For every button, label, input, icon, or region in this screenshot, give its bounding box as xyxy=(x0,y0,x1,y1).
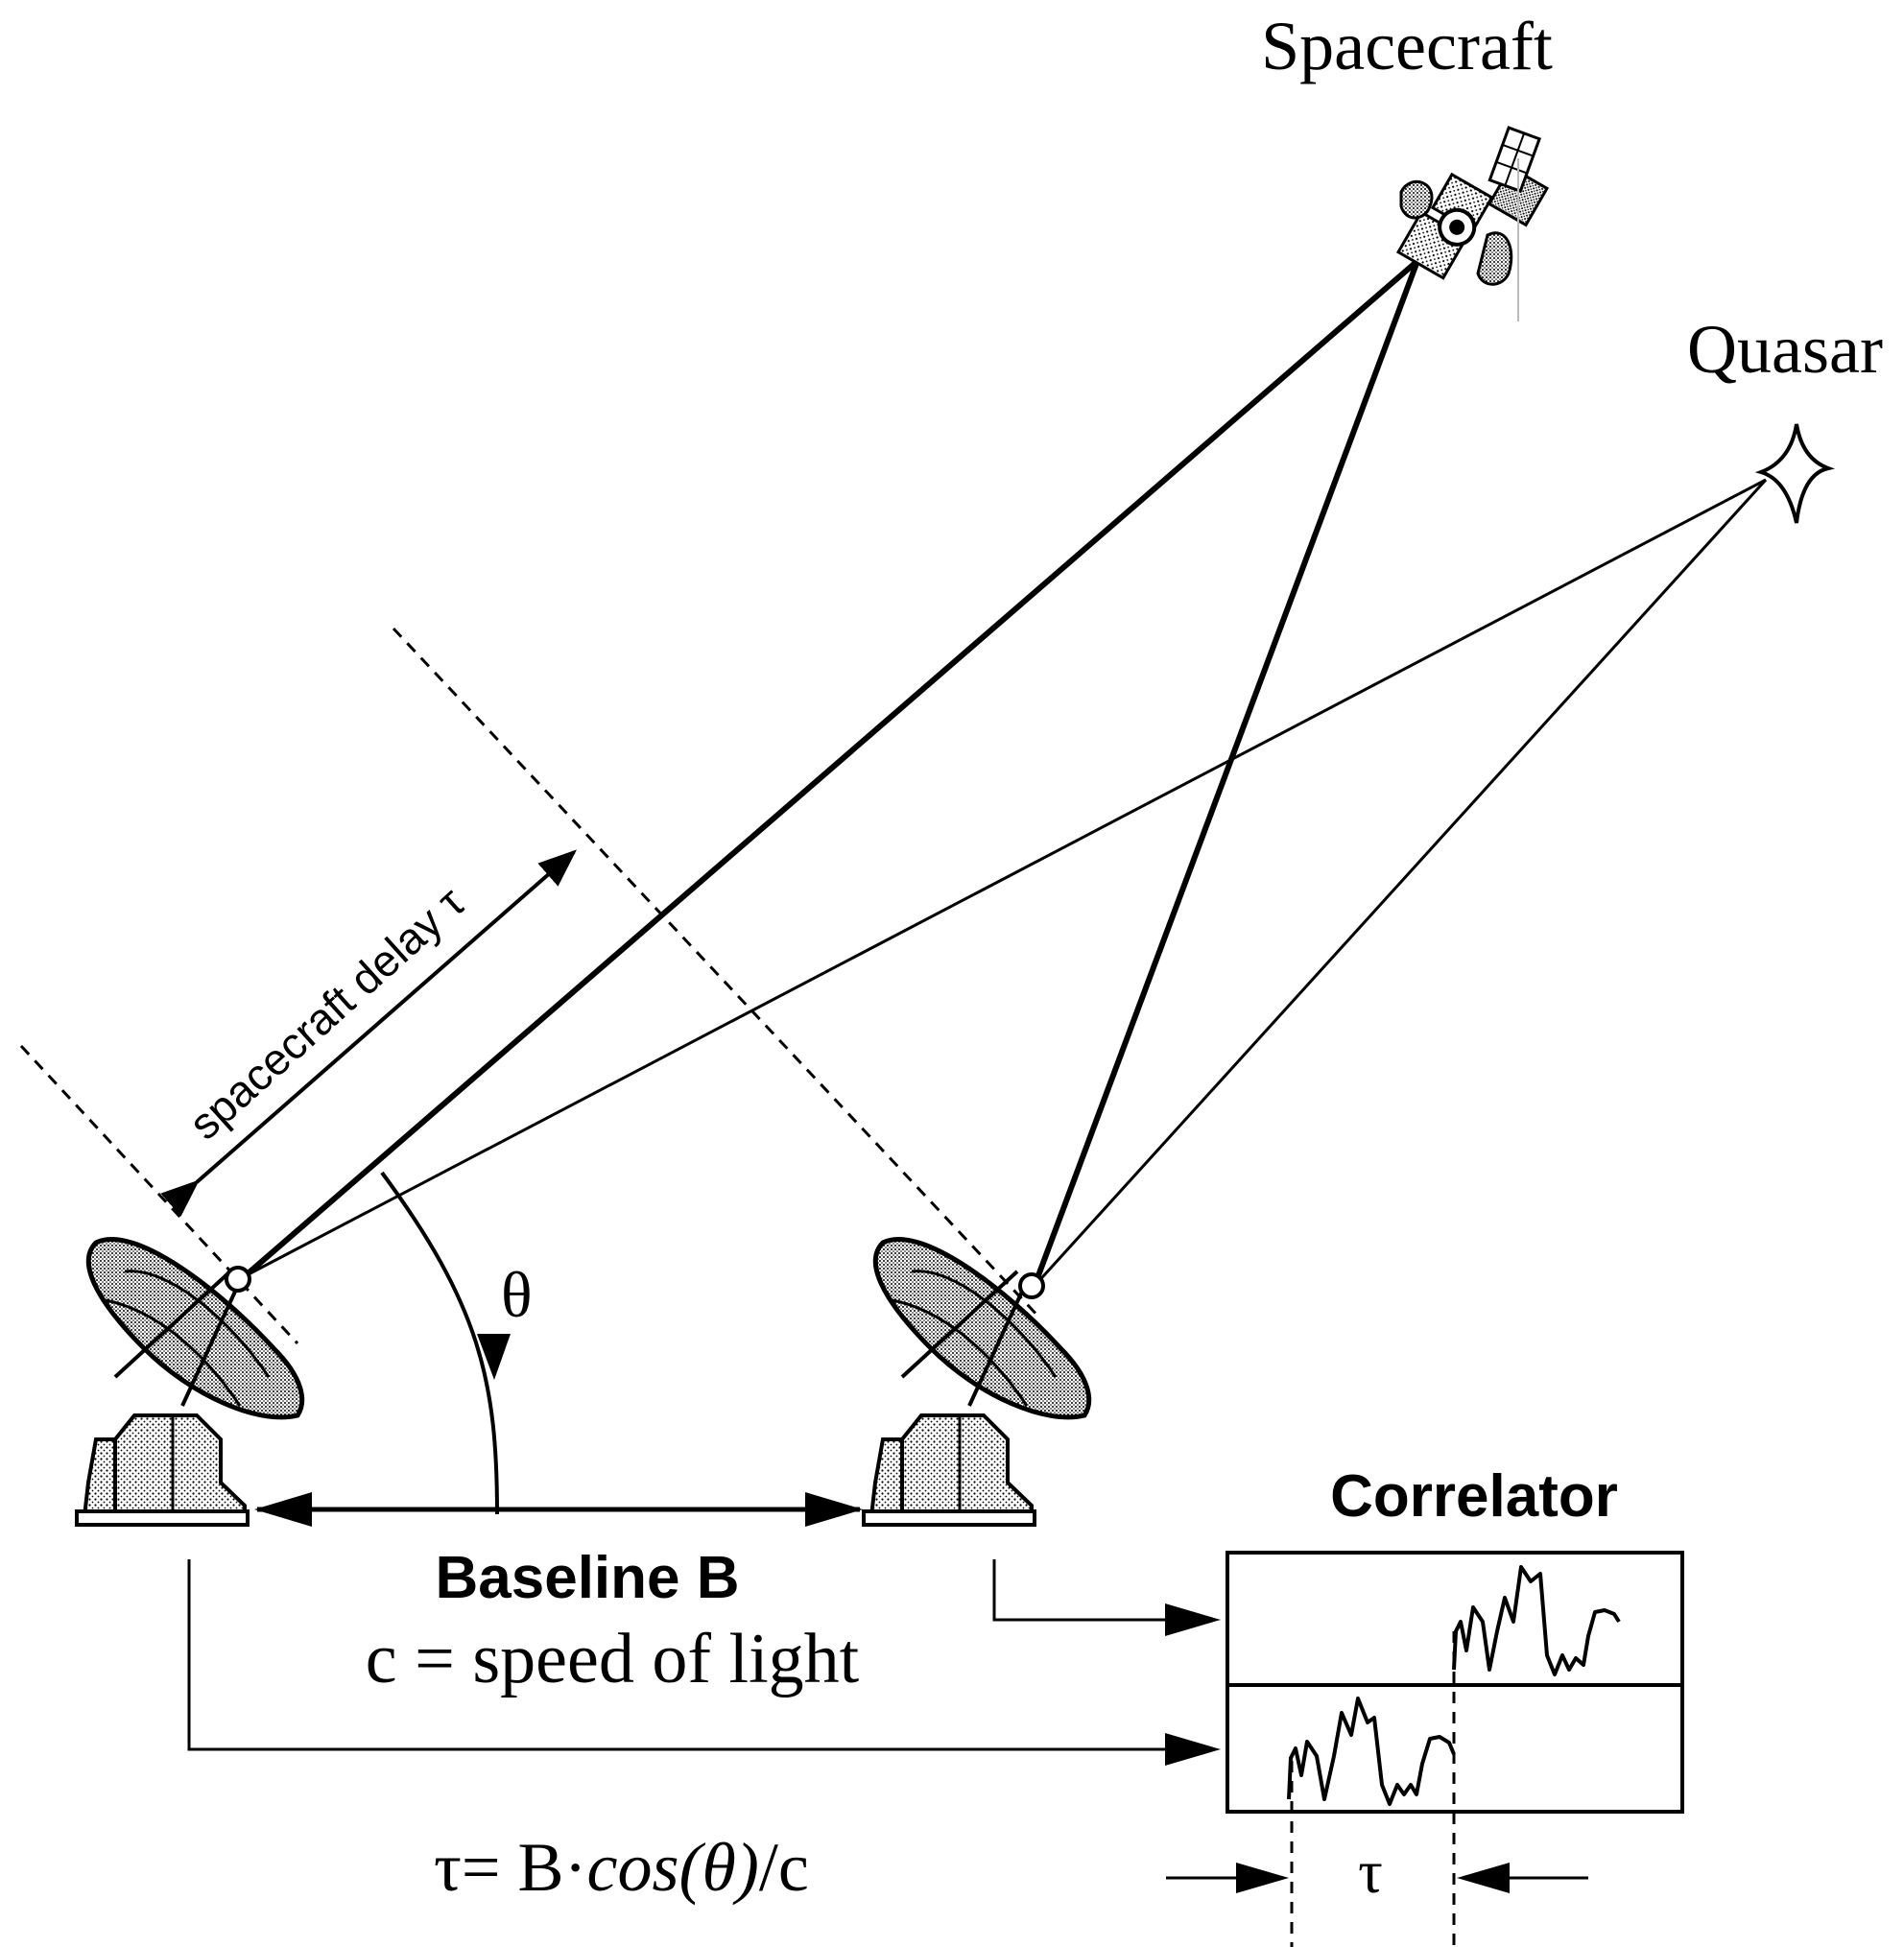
baseline-arrowhead-left xyxy=(254,1492,312,1527)
formula-prefix: τ= B· xyxy=(434,1829,587,1906)
baseline-label: Baseline B xyxy=(435,1545,739,1611)
delay-label: spacecraft delay τ xyxy=(179,877,474,1149)
satellite-icon xyxy=(1395,126,1550,321)
quasar-label: Quasar xyxy=(1687,311,1883,388)
quasar-path-right xyxy=(1033,478,1768,1288)
waveform-upper xyxy=(1452,1565,1621,1676)
formula-cos: cos(θ) xyxy=(587,1829,759,1906)
tau-arrowhead-right xyxy=(1457,1863,1510,1893)
signal-line-right-dish xyxy=(992,1559,1200,1622)
radio-dish-icon xyxy=(75,1237,305,1527)
spacecraft-label: Spacecraft xyxy=(1261,8,1553,84)
correlator-title: Correlator xyxy=(1330,1463,1618,1530)
signal-arrowhead-right xyxy=(1165,1603,1221,1636)
delay-formula: τ= B·cos(θ)/c xyxy=(434,1829,809,1906)
quasar-path-left xyxy=(244,478,1767,1278)
theta-arrowhead xyxy=(477,1334,511,1380)
theta-label: θ xyxy=(501,1258,533,1331)
quasar-star-icon xyxy=(1754,423,1836,524)
spacecraft-path-left xyxy=(243,258,1419,1279)
waveform-lower xyxy=(1287,1697,1456,1806)
tau-arrowhead-left xyxy=(1236,1863,1289,1893)
formula-suffix: /c xyxy=(759,1829,809,1906)
signal-line-left-dish xyxy=(187,1559,1200,1751)
speed-of-light-label: c = speed of light xyxy=(366,1620,860,1698)
delay-arrow xyxy=(160,849,578,1217)
spacecraft-path-right xyxy=(1032,259,1420,1288)
radio-dish-icon xyxy=(862,1237,1092,1527)
wavefront-line-right xyxy=(392,627,1043,1321)
baseline-arrowhead-right xyxy=(805,1492,863,1527)
signal-arrowhead-left xyxy=(1165,1733,1221,1766)
wavefront-line-left xyxy=(19,1044,299,1345)
theta-angle-arc xyxy=(380,1171,499,1515)
tau-label: τ xyxy=(1358,1838,1383,1906)
